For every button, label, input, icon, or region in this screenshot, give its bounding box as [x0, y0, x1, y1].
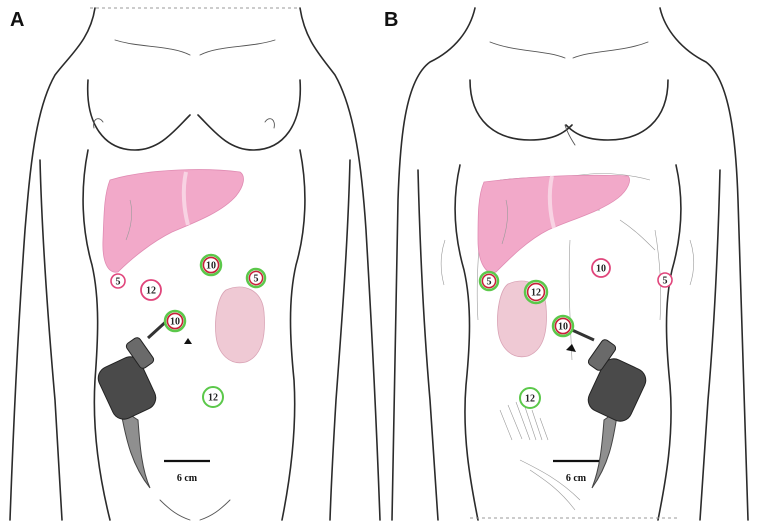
panel-b-port-4: 5	[658, 273, 672, 287]
panel-b-port-3: 10	[592, 259, 610, 277]
panel-a-kidney	[215, 287, 264, 363]
panel-a-port-4: 5	[247, 269, 265, 287]
panel-b-label: B	[384, 9, 398, 31]
panel-a-port-6: 12	[203, 387, 223, 407]
port-label: 12	[146, 286, 156, 297]
panel-b-port-2: 12	[525, 281, 547, 303]
panel-b-scale-label: 6 cm	[566, 473, 587, 484]
panel-a-port-1: 5	[111, 274, 125, 288]
panel-b-hatching	[500, 402, 580, 510]
panel-b-port-6: 12	[520, 388, 540, 408]
panel-a-port-2: 12	[141, 280, 161, 300]
panel-b-body-outline	[392, 8, 748, 520]
panel-b-port-1: 5	[480, 272, 498, 290]
port-label: 10	[206, 261, 216, 272]
port-label: 5	[487, 277, 492, 288]
panel-b-port-5: 10	[553, 316, 573, 336]
panel-b: B	[384, 8, 748, 520]
port-label: 10	[170, 317, 180, 328]
port-label: 5	[116, 277, 121, 288]
port-label: 10	[558, 322, 568, 333]
port-label: 12	[525, 394, 535, 405]
panel-a-port-5: 10	[165, 311, 185, 331]
panel-a-body-outline	[10, 8, 380, 520]
panel-a-liver	[103, 170, 244, 273]
panel-a-scale-label: 6 cm	[177, 473, 198, 484]
panel-a: A	[10, 8, 380, 520]
panel-a-port-3: 10	[201, 255, 221, 275]
panel-a-laparoscope	[94, 318, 192, 488]
panel-b-laparoscope	[566, 330, 650, 488]
port-label: 5	[663, 276, 668, 287]
port-label: 12	[208, 393, 218, 404]
panel-a-label: A	[10, 9, 24, 31]
port-label: 10	[596, 264, 606, 275]
port-label: 5	[254, 274, 259, 285]
port-label: 12	[531, 288, 541, 299]
